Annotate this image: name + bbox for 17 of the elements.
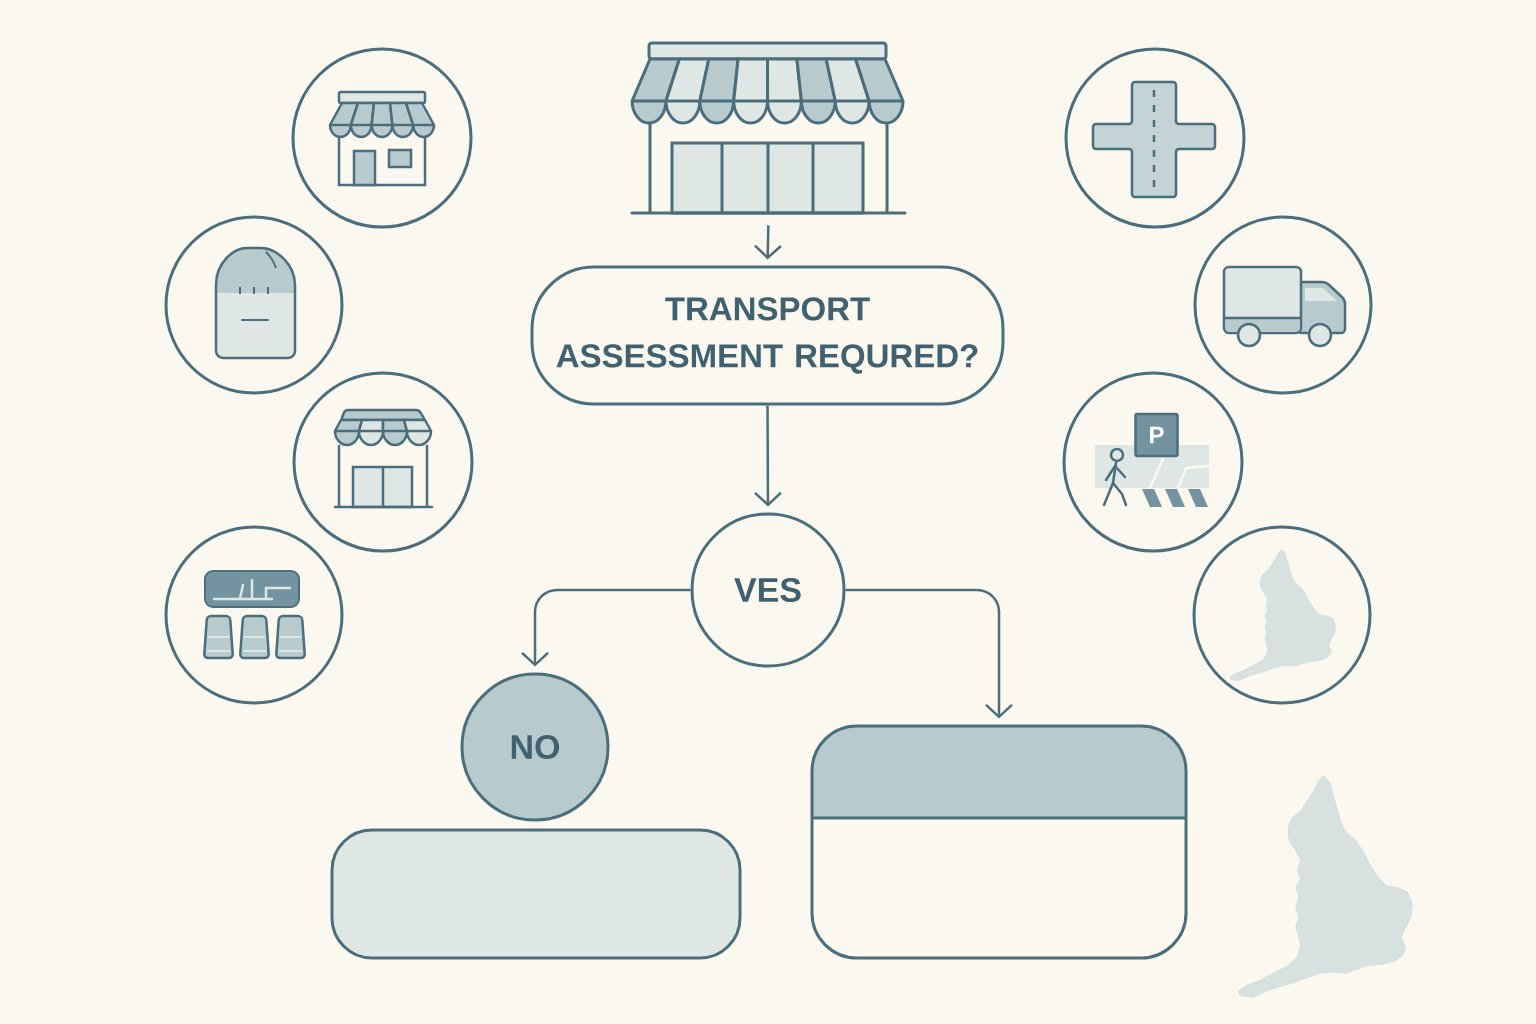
arrow	[521, 588, 691, 667]
header-box	[810, 724, 1188, 960]
icon-circle	[1062, 371, 1244, 553]
icon-circle	[1192, 525, 1372, 705]
icon-circle	[1193, 215, 1373, 395]
icon-circle	[292, 371, 474, 553]
map-silhouette	[1237, 775, 1413, 998]
parking-sign: P	[1134, 412, 1179, 458]
icon-circle	[164, 525, 344, 705]
icon-circle	[164, 215, 344, 395]
icon-circle	[291, 47, 473, 229]
arrow	[845, 588, 1013, 719]
decision-box: TRANSPORT ASSESSMENT REQURED?	[530, 265, 1005, 406]
icon-circle	[1064, 47, 1246, 229]
rounded-box	[330, 828, 742, 960]
arrow	[754, 405, 782, 507]
storefront-picture	[630, 41, 907, 215]
